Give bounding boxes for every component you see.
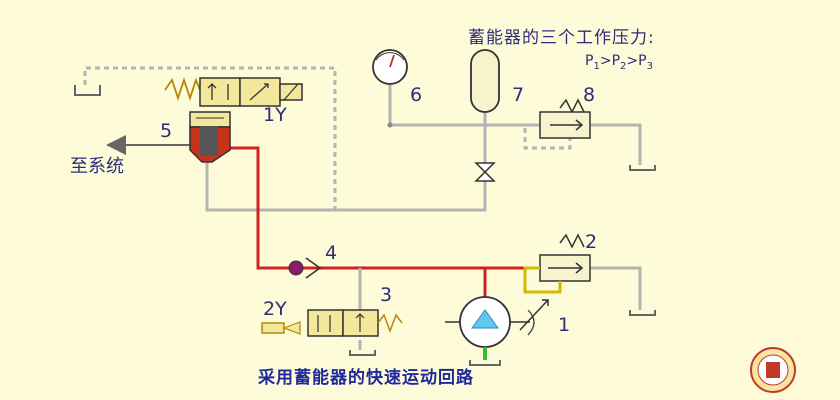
pilot-8-loop [523, 123, 572, 150]
pipe-2-to-tank [590, 266, 642, 310]
page-title: 蓄能器的三个工作压力: [468, 28, 655, 48]
label-5: 5 [160, 120, 173, 142]
valve-2y [261, 309, 403, 337]
component-5-valve [189, 111, 231, 163]
valve-1y [164, 77, 303, 107]
label-1: 1 [558, 314, 571, 336]
relief-valve-2 [523, 233, 591, 294]
spring-1y [164, 77, 201, 101]
check-valve-4 [288, 257, 322, 279]
label-6: 6 [410, 84, 423, 106]
active-pipelines [230, 146, 540, 305]
label-7: 7 [512, 84, 525, 106]
accumulator-7 [470, 49, 500, 113]
label-2y: 2Y [263, 298, 287, 320]
pump-1 [445, 296, 549, 360]
tank-8 [629, 165, 656, 171]
tank-3 [349, 350, 376, 356]
tank-symbols [74, 85, 656, 366]
spring-3 [377, 313, 403, 334]
spring-2 [559, 233, 585, 249]
label-4: 4 [325, 242, 338, 264]
tank-1y [74, 85, 101, 96]
pilot-1y-loop [83, 66, 337, 210]
pipe-gauge-line [388, 85, 642, 165]
pipe-5-to-accumulator [205, 125, 487, 212]
tank-2 [629, 310, 656, 316]
diagram-caption: 采用蓄能器的快速运动回路 [258, 368, 474, 388]
pressure-relation: P1>P2>P3 [585, 53, 653, 72]
pipe-5-to-4 [230, 146, 540, 270]
relief-valve-8 [539, 98, 591, 139]
label-3: 3 [380, 284, 393, 306]
label-1y: 1Y [263, 104, 287, 126]
accumulator-shutoff [474, 162, 496, 182]
university-seal [750, 347, 796, 393]
label-2: 2 [585, 231, 598, 253]
pilot-lines [83, 66, 572, 210]
tank-pump [469, 360, 501, 366]
pressure-gauge-6 [372, 49, 408, 128]
to-system-label: 至系统 [70, 156, 124, 177]
spring-8 [559, 98, 585, 114]
label-8: 8 [583, 84, 596, 106]
